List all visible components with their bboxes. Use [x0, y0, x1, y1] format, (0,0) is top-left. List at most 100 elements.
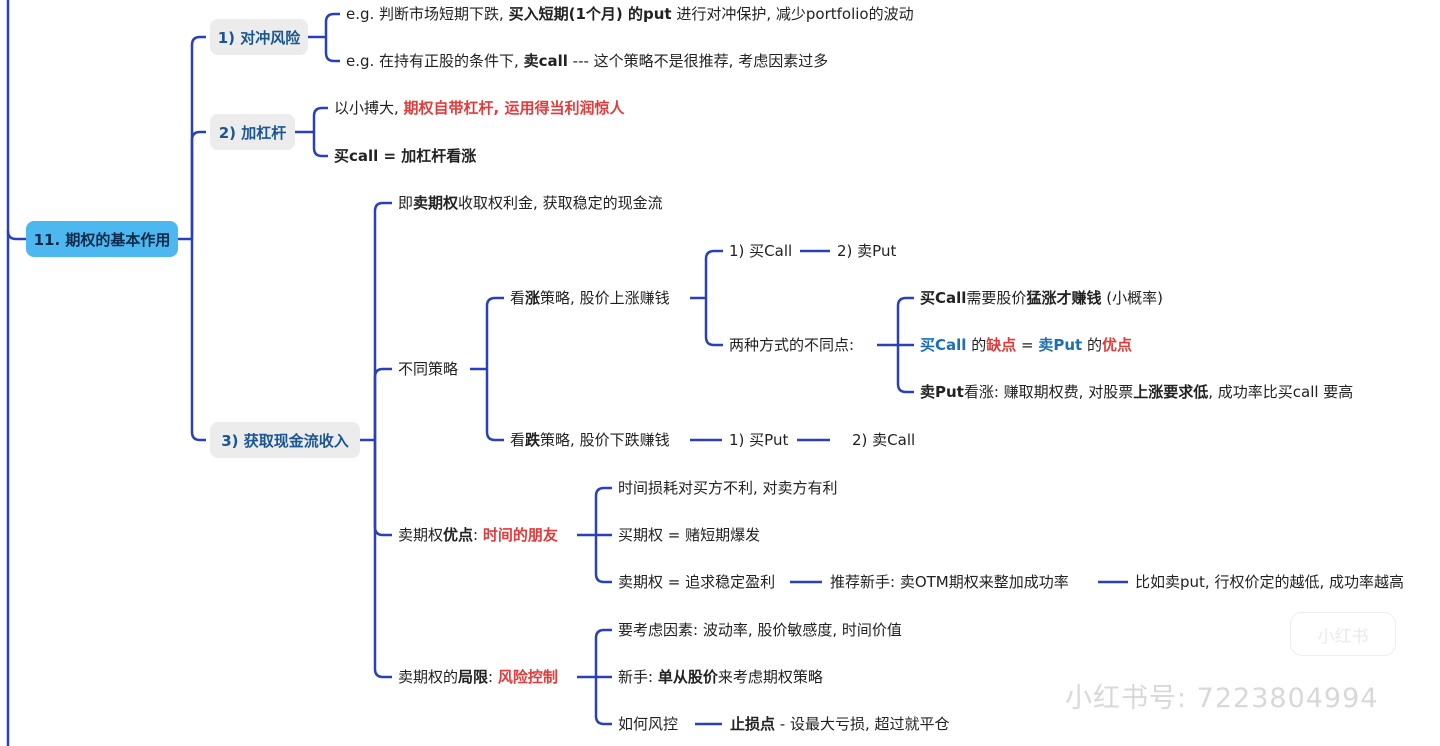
connector — [373, 440, 392, 537]
node-bull-2[interactable]: 两种方式的不同点: — [729, 335, 854, 355]
node-cash-3[interactable]: 卖期权优点: 时间的朋友 — [398, 525, 558, 545]
node-lev-1[interactable]: 以小搏大, 期权自带杠杆, 运用得当利润惊人 — [334, 98, 624, 118]
node-text: = — [1016, 336, 1039, 354]
node-text: e.g. 判断市场短期下跌, — [346, 5, 509, 23]
node-text: 止损点 — [730, 715, 776, 733]
node-text: 跌 — [525, 431, 541, 449]
node-text: 涨 — [525, 289, 541, 307]
node-lev-2[interactable]: 买call = 加杠杆看涨 — [334, 146, 476, 166]
connector — [190, 130, 206, 239]
node-text: 买期权 = 赌短期爆发 — [618, 526, 761, 544]
node-lim-3b[interactable]: 止损点 - 设最大亏损, 超过就平仓 — [730, 714, 950, 734]
watermark: 小红书号: 7223804994 — [1065, 683, 1379, 714]
root-node[interactable]: 11. 期权的基本作用 — [26, 221, 178, 257]
node-text: 时间的朋友 — [482, 526, 558, 544]
connector — [896, 296, 914, 345]
node-text: - 设最大亏损, 超过就平仓 — [775, 715, 950, 733]
node-text: 收取权利金, 获取稳定的现金流 — [458, 194, 663, 212]
node-text: 来考虑期权策略 — [717, 668, 823, 686]
node-adv-2[interactable]: 买期权 = 赌短期爆发 — [618, 525, 760, 545]
node-bear[interactable]: 看跌策略, 股价下跌赚钱 — [510, 430, 670, 450]
node-diff-1[interactable]: 买Call需要股价猛涨才赚钱 (小概率) — [920, 288, 1163, 308]
connector — [324, 12, 340, 37]
node-bear-1b[interactable]: 2) 卖Call — [852, 430, 915, 450]
node-text: 需要股价 — [966, 289, 1027, 307]
connector — [190, 239, 206, 442]
node-lim-2[interactable]: 新手: 单从股价来考虑期权策略 — [618, 667, 823, 687]
node-adv-3b[interactable]: 推荐新手: 卖OTM期权来整加成功率 — [830, 572, 1069, 592]
node-text: 卖期权 — [413, 194, 459, 212]
node-cash-2[interactable]: 不同策略 — [398, 359, 458, 379]
node-text: 优点 — [1101, 336, 1132, 354]
connector — [896, 345, 914, 394]
connector — [594, 677, 612, 726]
watermark-logo: 小红书 — [1290, 612, 1396, 656]
node-text: 卖期权的 — [398, 668, 459, 686]
node-text: , 成功率比买call 要高 — [1208, 383, 1354, 401]
node-text: 风险控制 — [497, 668, 558, 686]
node-text: 的 — [966, 336, 987, 354]
branch-cashflow[interactable]: 3) 获取现金流收入 — [210, 422, 360, 458]
node-hedge-2[interactable]: e.g. 在持有正股的条件下, 卖call --- 这个策略不是很推荐, 考虑因… — [346, 51, 828, 71]
node-text: 买Call — [920, 336, 967, 354]
node-text: 猛涨才赚钱 — [1026, 289, 1102, 307]
node-text: (小概率) — [1101, 289, 1163, 307]
node-bull-1[interactable]: 1) 买Call — [729, 241, 792, 261]
node-text: 卖Put — [920, 383, 964, 401]
node-hedge-1[interactable]: e.g. 判断市场短期下跌, 买入短期(1个月) 的put 进行对冲保护, 减少… — [346, 4, 914, 24]
branch-hedge[interactable]: 1) 对冲风险 — [210, 19, 308, 55]
node-text: : — [488, 668, 498, 686]
node-text: 看 — [510, 289, 526, 307]
connector — [594, 628, 612, 677]
node-cash-1[interactable]: 即卖期权收取权利金, 获取稳定的现金流 — [398, 193, 663, 213]
node-text: 1) 买Put — [729, 431, 789, 449]
connector — [373, 440, 392, 679]
connector — [312, 106, 328, 132]
node-text: : — [473, 526, 483, 544]
node-bull-1b[interactable]: 2) 卖Put — [837, 241, 896, 261]
node-bear-1[interactable]: 1) 买Put — [729, 430, 788, 450]
connector — [704, 298, 723, 347]
connector — [704, 249, 723, 298]
connector — [324, 37, 340, 63]
node-diff-3[interactable]: 卖Put看涨: 赚取期权费, 对股票上涨要求低, 成功率比买call 要高 — [920, 382, 1353, 402]
node-text: 上涨要求低 — [1133, 383, 1209, 401]
node-text: 以小搏大, — [334, 99, 404, 117]
node-text: 买入短期(1个月) 的put — [508, 5, 672, 23]
node-text: 进行对冲保护, 减少portfolio的波动 — [671, 5, 914, 23]
node-text: 要考虑因素: 波动率, 股价敏感度, 时间价值 — [618, 621, 902, 639]
connector — [485, 296, 504, 369]
node-cash-4[interactable]: 卖期权的局限: 风险控制 — [398, 667, 558, 687]
node-text: 如何风控 — [618, 715, 679, 733]
connector — [594, 535, 612, 584]
node-text: 卖期权 = 追求稳定盈利 — [618, 573, 776, 591]
connector — [485, 369, 504, 442]
connector — [373, 201, 392, 440]
node-lim-1[interactable]: 要考虑因素: 波动率, 股价敏感度, 时间价值 — [618, 620, 902, 640]
node-text: e.g. 在持有正股的条件下, — [346, 52, 524, 70]
branch-leverage[interactable]: 2) 加杠杆 — [210, 114, 295, 150]
connector — [6, 230, 26, 241]
node-text: 卖期权 — [398, 526, 444, 544]
node-adv-3[interactable]: 卖期权 = 追求稳定盈利 — [618, 572, 775, 592]
node-text: 1) 买Call — [729, 242, 793, 260]
node-text: 即 — [398, 194, 414, 212]
node-text: 局限 — [458, 668, 489, 686]
node-text: 卖call — [523, 52, 568, 70]
node-adv-1[interactable]: 时间损耗对买方不利, 对卖方有利 — [618, 478, 838, 498]
node-text: 时间损耗对买方不利, 对卖方有利 — [618, 479, 838, 497]
node-text: 两种方式的不同点: — [729, 336, 855, 354]
node-bull[interactable]: 看涨策略, 股价上涨赚钱 — [510, 288, 670, 308]
node-text: 看涨: 赚取期权费, 对股票 — [963, 383, 1134, 401]
node-text: 不同策略 — [398, 360, 459, 378]
node-text: 买call = 加杠杆看涨 — [334, 147, 477, 165]
node-text: 2) 卖Call — [852, 431, 916, 449]
connector — [373, 367, 392, 440]
node-text: 单从股价 — [657, 668, 718, 686]
node-text: --- 这个策略不是很推荐, 考虑因素过多 — [567, 52, 829, 70]
node-diff-2[interactable]: 买Call 的缺点 = 卖Put 的优点 — [920, 335, 1132, 355]
node-lim-3[interactable]: 如何风控 — [618, 714, 678, 734]
node-text: 的 — [1082, 336, 1102, 354]
node-adv-3c[interactable]: 比如卖put, 行权价定的越低, 成功率越高 — [1135, 572, 1404, 592]
